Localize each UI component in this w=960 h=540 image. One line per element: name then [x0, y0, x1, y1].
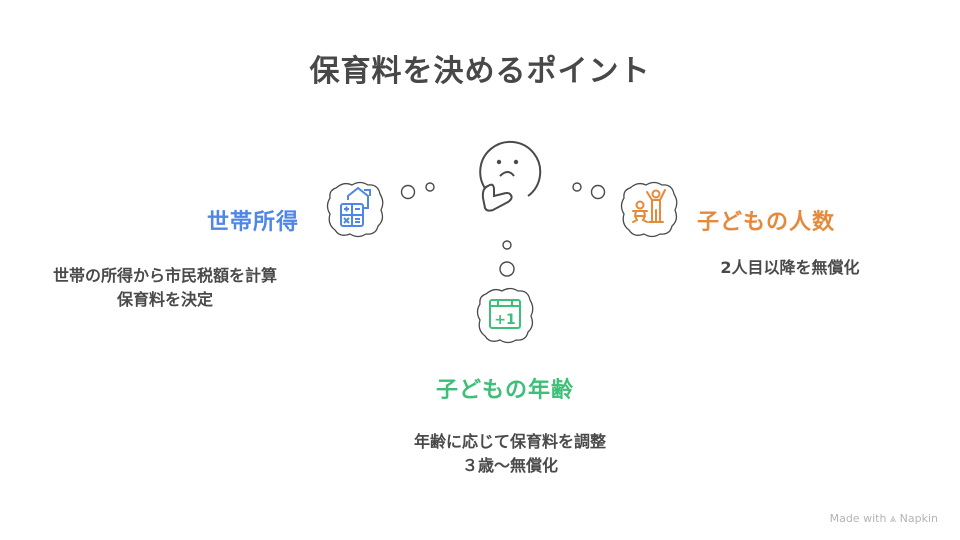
node-desc-income: 世帯の所得から市民税額を計算 保育料を決定 [52, 266, 277, 309]
node-desc-children-age: 年齢に応じて保育料を調整 ３歳〜無償化 [413, 432, 606, 475]
node-label-income: 世帯所得 [207, 210, 300, 235]
made-with-napkin-footer: Made with ⩓ Napkin [829, 512, 938, 525]
thinking-face-icon [479, 140, 542, 212]
family-children-icon [620, 181, 678, 238]
svg-text:+1: +1 [494, 312, 515, 328]
node-label-children-age: 子どもの年齢 [435, 378, 574, 403]
thought-dots-left [400, 182, 435, 200]
napkin-logo-icon: ⩓ [889, 512, 897, 525]
node-desc-children-count: 2人目以降を無償化 [720, 258, 860, 277]
calendar-plus-one-icon: +1 [476, 287, 534, 344]
node-label-children-count: 子どもの人数 [697, 210, 836, 235]
thought-dots-bottom [499, 240, 515, 277]
page-title: 保育料を決めるポイント [309, 54, 651, 89]
thought-dots-right [572, 182, 606, 200]
house-calculator-icon [326, 181, 384, 238]
